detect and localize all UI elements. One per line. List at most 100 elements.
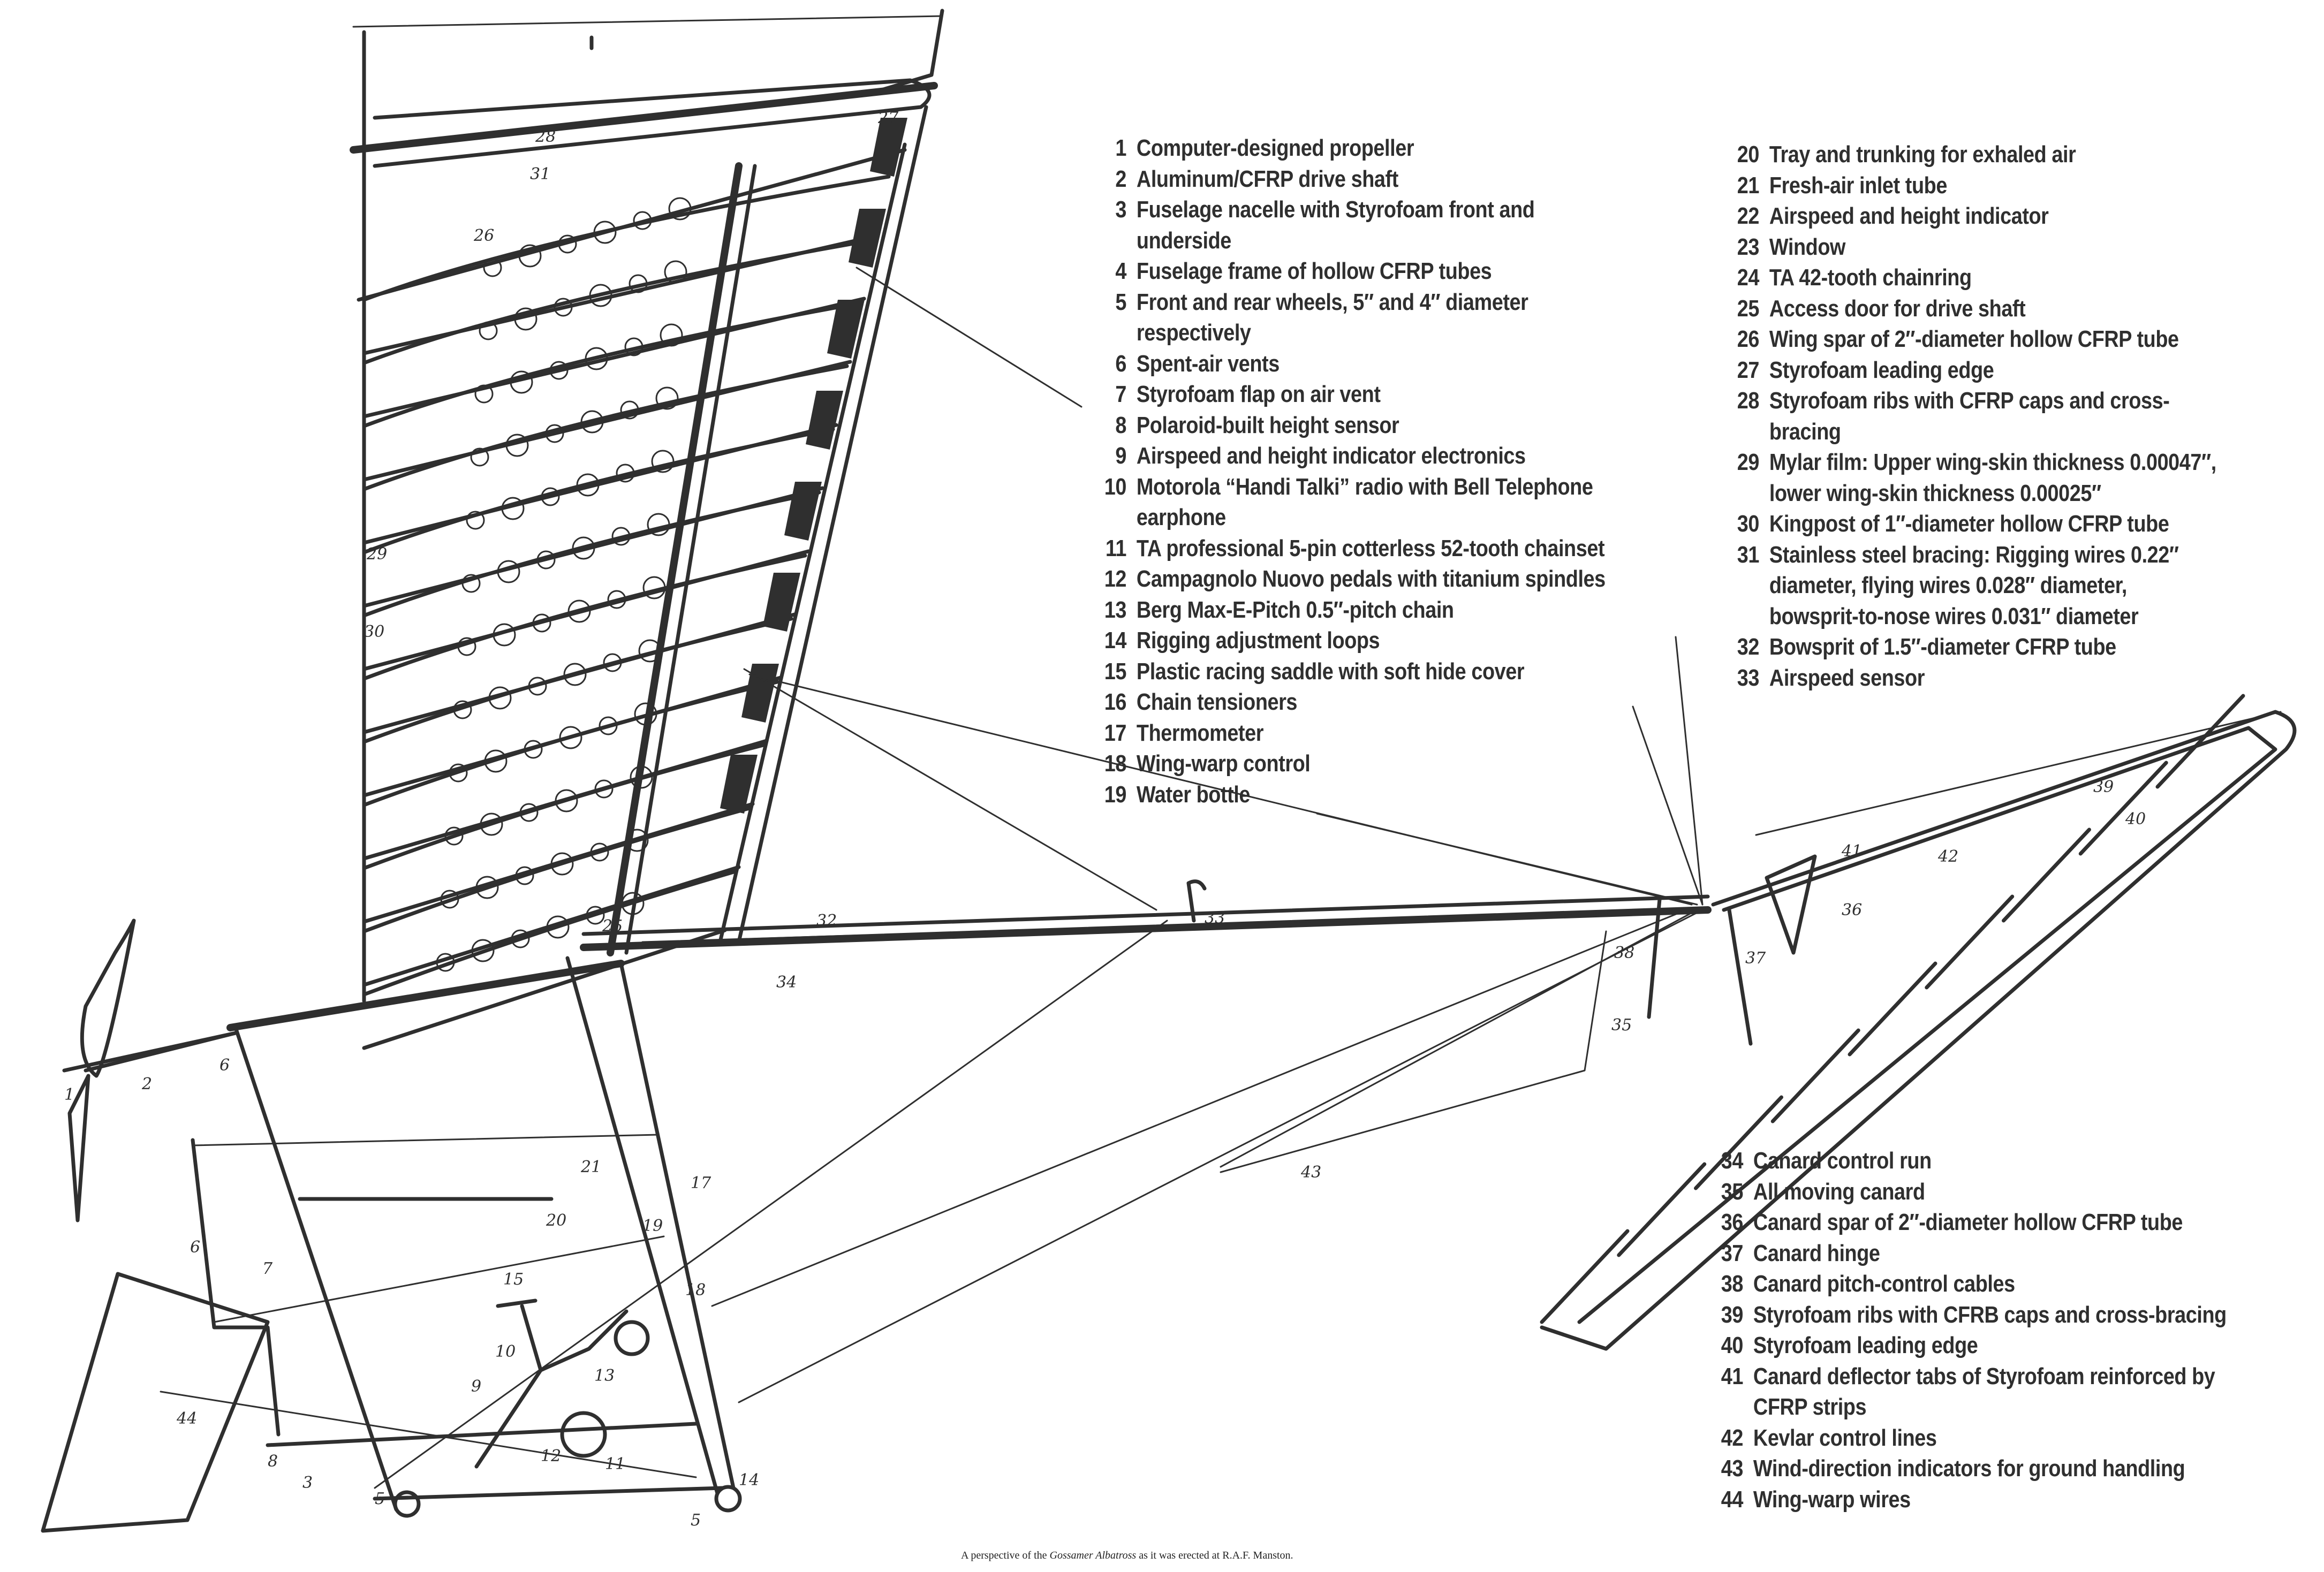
callout-35: 35 — [1611, 1016, 1632, 1035]
legend-item-text: Front and rear wheels, 5″ and 4″ diamete… — [1136, 288, 1528, 346]
legend-item-text: Styrofoam leading edge — [1753, 1332, 1978, 1358]
legend-item-text: Motorola “Handi Talki” radio with Bell T… — [1136, 473, 1593, 531]
legend-item-text: Window — [1769, 233, 1846, 260]
rib-lightening-hole — [554, 298, 573, 317]
callout-25: 25 — [602, 917, 623, 936]
rib-lightening-hole — [586, 906, 605, 925]
callout-30: 30 — [364, 622, 384, 641]
canard-rib — [1540, 1229, 1630, 1324]
legend-item-text: Kevlar control lines — [1753, 1424, 1937, 1451]
legend-item-text: Rigging adjustment loops — [1136, 627, 1380, 654]
caption-aircraft-name: Gossamer Albatross — [1049, 1550, 1137, 1561]
legend-item-text: Chain tensioners — [1136, 689, 1298, 715]
legend-item-number: 42 — [1721, 1424, 1744, 1451]
legend-item-text: Spent-air vents — [1136, 350, 1280, 377]
wing-rib-lower — [362, 865, 741, 987]
callout-12: 12 — [541, 1447, 561, 1465]
rib-lightening-hole — [501, 497, 525, 520]
legend-item-text: Bowsprit of 1.5″-diameter CFRP tube — [1769, 634, 2116, 660]
legend-item-number: 7 — [1115, 381, 1126, 407]
legend-item-number: 43 — [1721, 1455, 1744, 1482]
wing-rib — [362, 869, 738, 997]
callout-1: 1 — [64, 1085, 74, 1104]
canard-rib — [1925, 894, 2015, 990]
callout-5b: 5 — [691, 1511, 701, 1530]
legend-item-number: 39 — [1721, 1301, 1744, 1328]
rib-lightening-hole — [515, 866, 534, 885]
wing-rib — [362, 743, 766, 870]
legend-item: 42 Kevlar control lines — [1697, 1423, 2227, 1454]
wing-rib — [362, 364, 849, 491]
rib-lightening-hole — [576, 473, 600, 497]
canard-rib — [1770, 1028, 1860, 1123]
legend-item: 28 Styrofoam ribs with CFRP caps and cros… — [1713, 385, 2238, 447]
legend-item-number: 24 — [1737, 264, 1760, 291]
wing-rib — [362, 174, 891, 302]
callout-21: 21 — [580, 1158, 601, 1176]
legend-item-number: 10 — [1104, 473, 1127, 500]
legend-item-number: 18 — [1104, 750, 1127, 777]
legend-item-text: Styrofoam leading edge — [1769, 356, 1994, 383]
legend-item-number: 11 — [1105, 535, 1127, 561]
legend-item-number: 23 — [1737, 233, 1760, 260]
wing-rib — [362, 617, 793, 744]
leading-edge-block — [720, 755, 758, 814]
callout-43: 43 — [1300, 1163, 1321, 1182]
legend-item-text: Fresh-air inlet tube — [1769, 172, 1947, 199]
callout-10: 10 — [495, 1342, 516, 1361]
legend-item-text: Tray and trunking for exhaled air — [1769, 141, 2076, 168]
legend-item-number: 26 — [1737, 326, 1760, 352]
wing-rib — [362, 680, 779, 807]
callout-27: 27 — [877, 109, 899, 127]
rib-lightening-hole — [470, 447, 489, 467]
legend-item-text: Styrofoam ribs with CFRP caps and cross-… — [1769, 388, 2170, 445]
rib-lightening-hole — [651, 450, 675, 473]
leading-edge-block — [849, 209, 886, 268]
caption-prefix: A perspective of the — [961, 1550, 1050, 1561]
callout-39: 39 — [2093, 778, 2114, 796]
legend-item-number: 35 — [1721, 1178, 1744, 1205]
legend-item: 10 Motorola “Handi Talki” radio with Bell… — [1080, 472, 1606, 533]
canard-rib — [2002, 827, 2091, 923]
rib-lightening-hole — [647, 513, 670, 536]
callout-42: 42 — [1937, 847, 1958, 866]
callout-28: 28 — [535, 127, 556, 146]
leading-edge-block — [806, 391, 843, 450]
rib-lightening-hole — [480, 812, 503, 836]
rib-lightening-hole — [593, 221, 617, 244]
legend-item-text: TA 42-tooth chainring — [1769, 264, 1972, 291]
rib-lightening-hole — [585, 347, 608, 370]
legend-item-number: 28 — [1737, 388, 1760, 414]
leading-edge-block — [870, 118, 907, 177]
rib-lightening-hole — [590, 842, 609, 862]
rib-lightening-hole — [518, 244, 542, 268]
legend-item-number: 6 — [1115, 350, 1126, 377]
legend-item-text: Campagnolo Nuovo pedals with titanium sp… — [1136, 566, 1606, 592]
legend-item-number: 21 — [1737, 172, 1760, 199]
callout-26: 26 — [473, 226, 494, 245]
callout-15: 15 — [503, 1270, 524, 1289]
legend-item-text: Canard hinge — [1753, 1240, 1880, 1266]
legend-item-text: Canard pitch-control cables — [1753, 1271, 2015, 1297]
rib-lightening-hole — [567, 599, 591, 623]
rib-lightening-hole — [624, 337, 644, 356]
legend-item-number: 15 — [1104, 658, 1127, 685]
leading-edge-block — [827, 300, 865, 359]
canard-rib — [1848, 961, 1937, 1057]
